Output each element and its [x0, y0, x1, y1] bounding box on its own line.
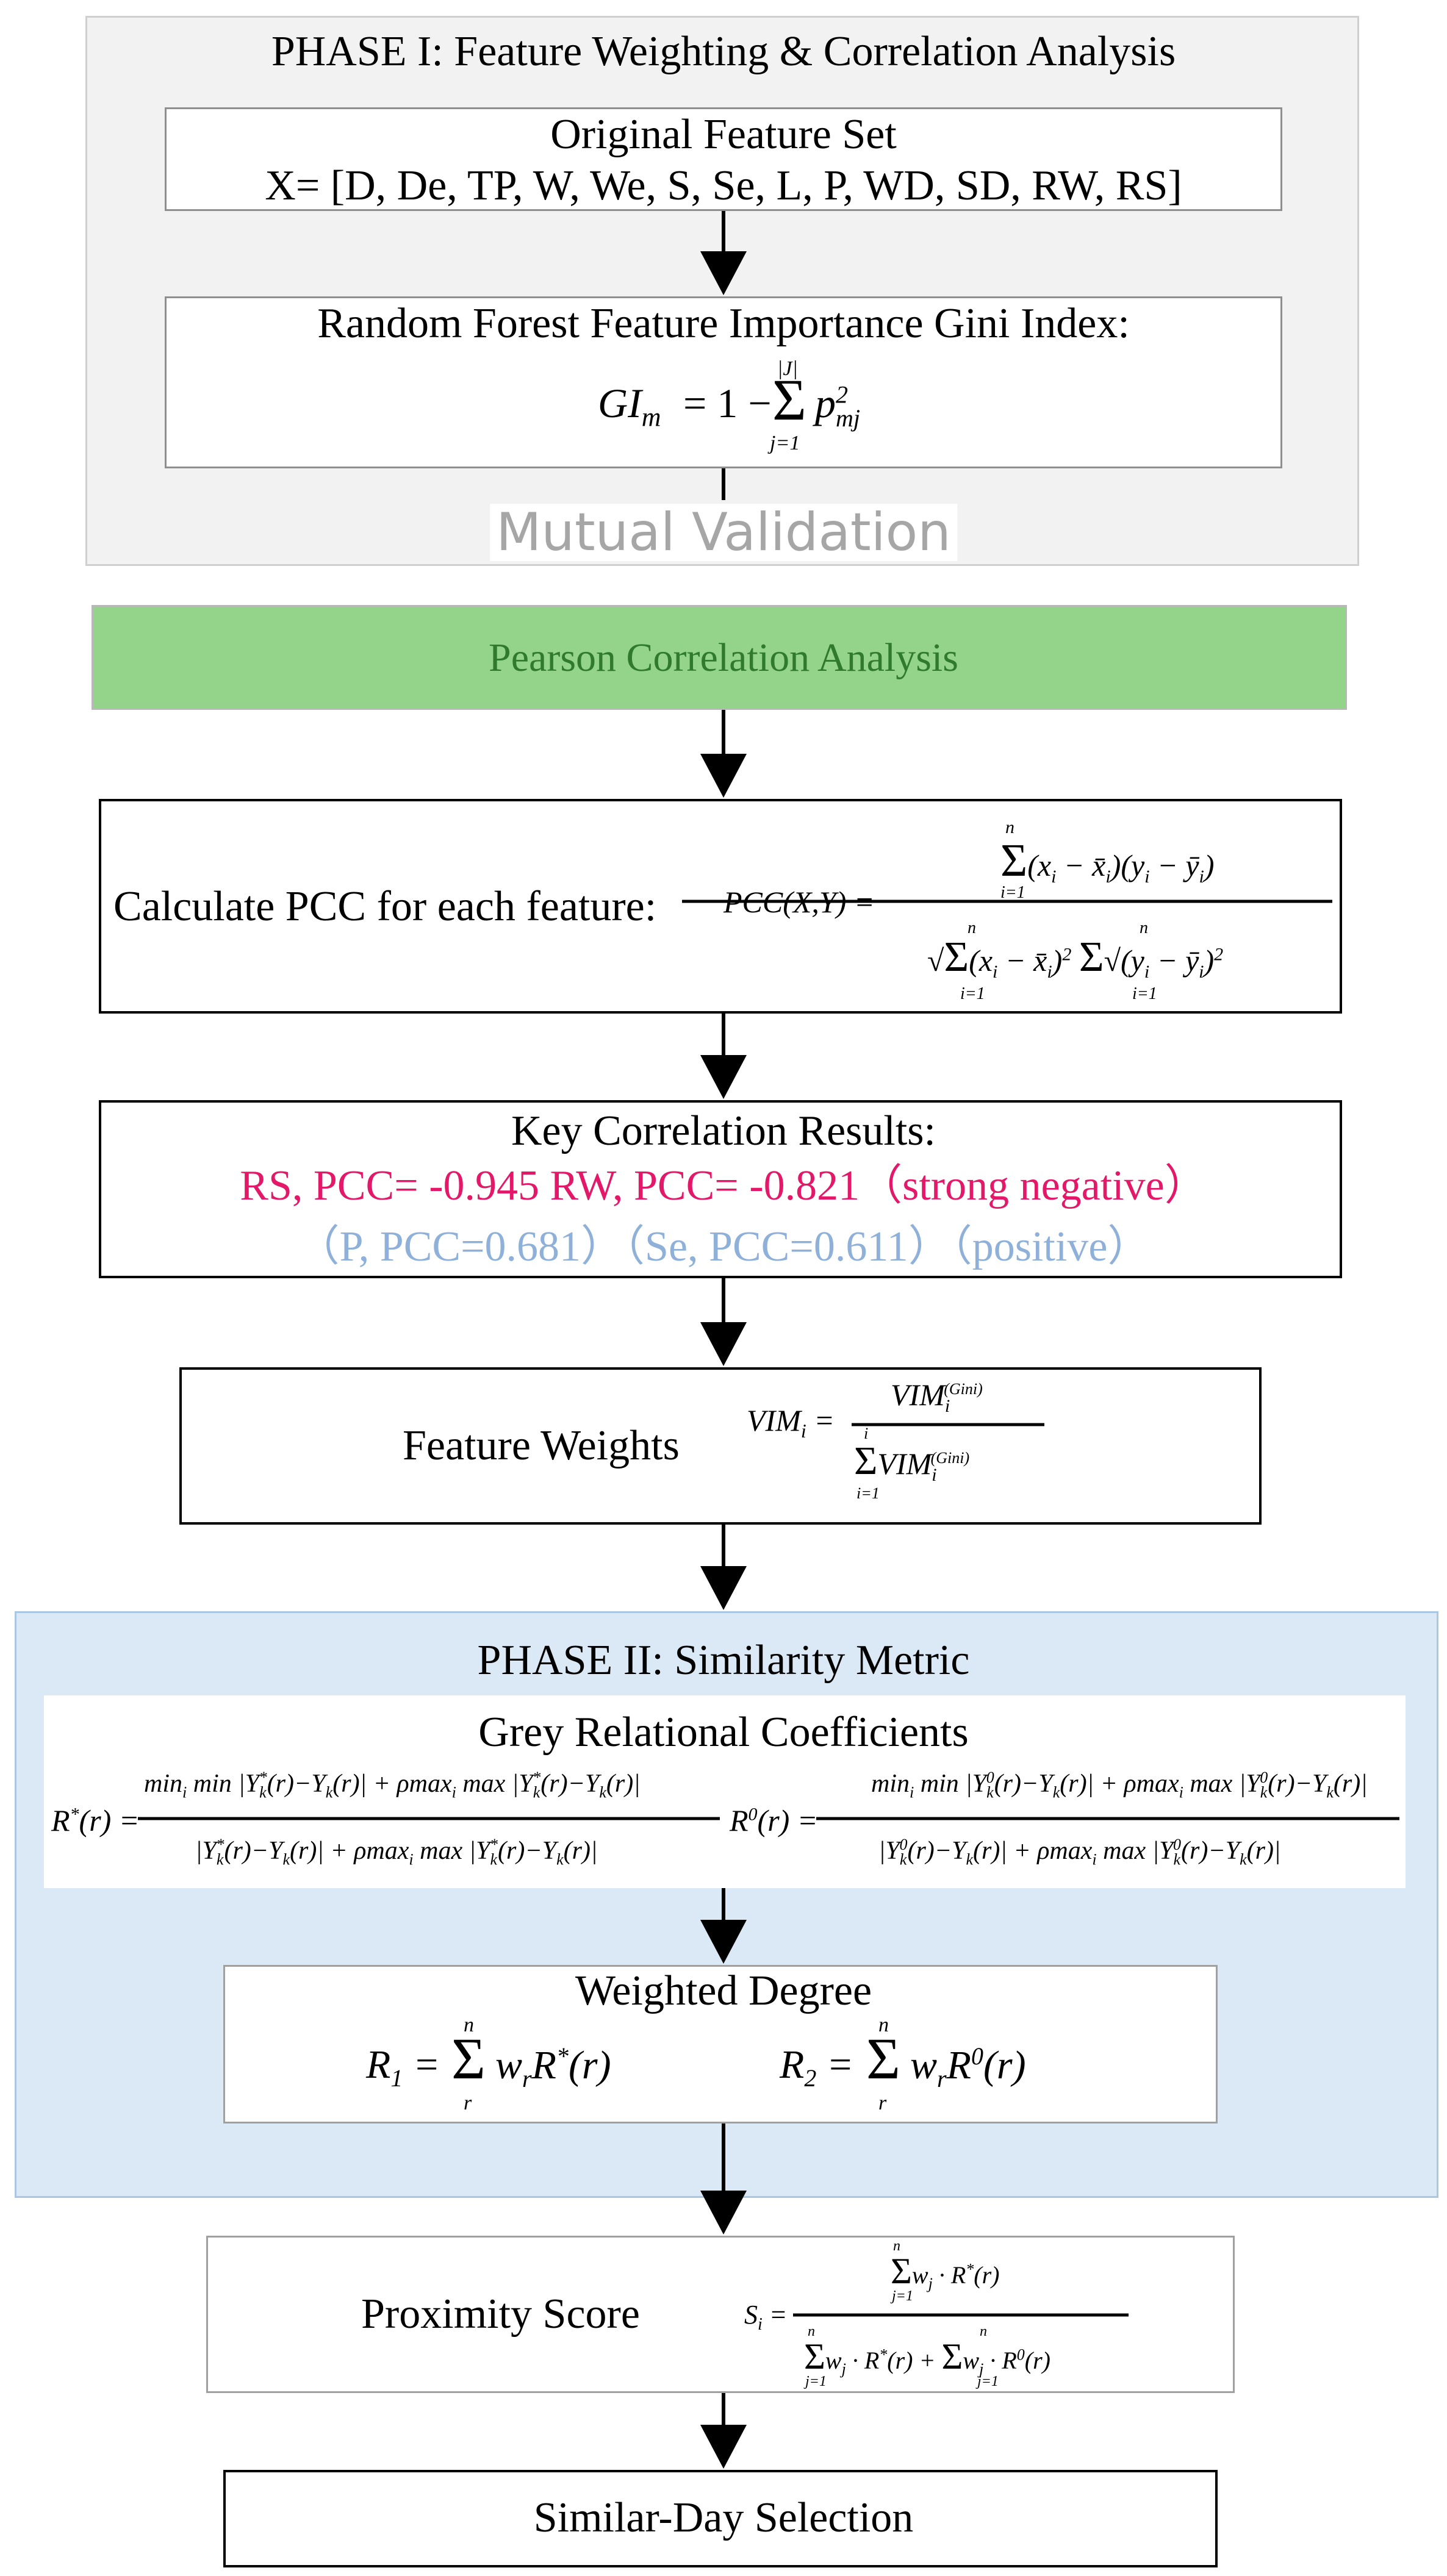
arrow-6-head [700, 1920, 747, 1964]
feature-weights-box [179, 1367, 1262, 1525]
grey-relational-box [44, 1695, 1406, 1888]
weighted-degree-box [223, 1965, 1218, 2123]
calculate-pcc-label: Calculate PCC for each feature: [113, 883, 657, 930]
pearson-correlation-title: Pearson Correlation Analysis [489, 635, 958, 680]
arrow-7-head [700, 2191, 747, 2234]
strong-negative-results: RS, PCC= -0.945 RW, PCC= -0.821（strong n… [240, 1162, 1207, 1209]
phase1-title: PHASE I: Feature Weighting & Correlation… [271, 28, 1176, 75]
arrow-8-head [700, 2425, 747, 2469]
similar-day-selection-box [223, 2470, 1218, 2567]
arrow-2-head [700, 754, 747, 798]
phase2-title: PHASE II: Similarity Metric [477, 1637, 970, 1684]
random-forest-box [165, 296, 1282, 468]
grey-relational-title: Grey Relational Coefficients [478, 1709, 969, 1756]
weighted-degree-title: Weighted Degree [575, 1967, 872, 2014]
calculate-pcc-box [99, 799, 1342, 1014]
proximity-score-label: Proximity Score [361, 2291, 640, 2338]
pearson-correlation-box [92, 605, 1347, 710]
original-feature-set-box [165, 107, 1282, 211]
arrow-3-head [700, 1055, 747, 1099]
key-results-title: Key Correlation Results: [511, 1107, 936, 1154]
mutual-validation-label: Mutual Validation [490, 504, 957, 561]
key-results-box [99, 1100, 1342, 1278]
original-feature-set-title: Original Feature Set [550, 111, 897, 158]
arrow-1-head [700, 251, 747, 295]
arrow-5-head [700, 1566, 747, 1610]
positive-results: （P, PCC=0.681）（Se, PCC=0.611）（positive） [296, 1223, 1151, 1270]
feature-list: X= [D, De, TP, W, We, S, Se, L, P, WD, S… [265, 162, 1182, 209]
arrow-4-head [700, 1322, 747, 1366]
similar-day-selection-label: Similar-Day Selection [533, 2494, 914, 2541]
random-forest-title: Random Forest Feature Importance Gini In… [317, 300, 1130, 347]
feature-weights-label: Feature Weights [403, 1422, 680, 1469]
